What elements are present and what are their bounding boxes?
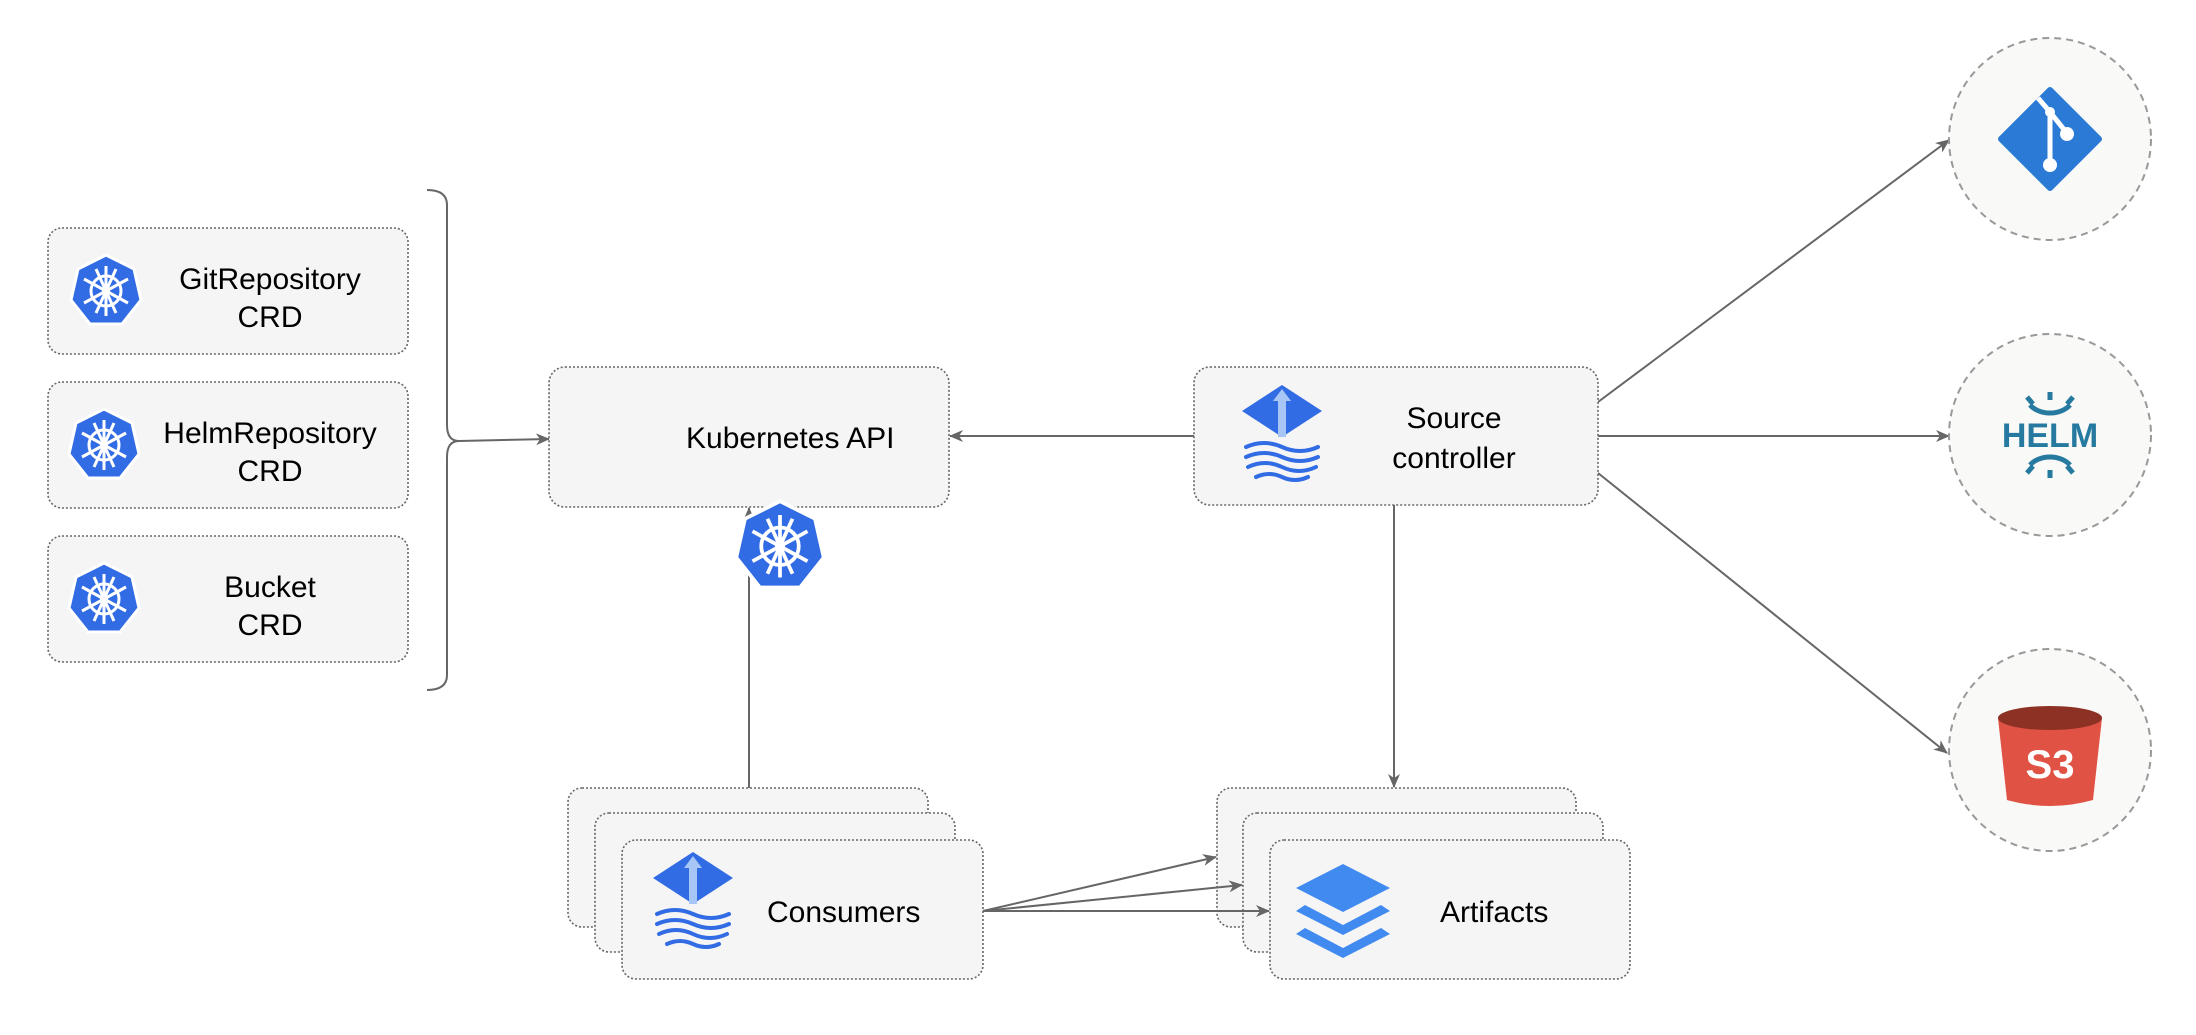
layers-icon bbox=[1296, 864, 1390, 958]
crd-bucket[interactable]: Bucket CRD bbox=[47, 535, 409, 663]
svg-text:HelmRepository: HelmRepository bbox=[163, 417, 376, 450]
edge-consumers-to-artifacts-2 bbox=[982, 880, 1243, 912]
svg-text:GitRepository: GitRepository bbox=[179, 263, 361, 296]
consumers-node[interactable]: Consumers bbox=[567, 787, 984, 980]
svg-text:Bucket: Bucket bbox=[224, 571, 316, 604]
s3-bucket-icon bbox=[1998, 706, 2102, 806]
source-controller-node[interactable]: Source controller bbox=[1193, 366, 1599, 506]
crd-bracket bbox=[426, 189, 460, 691]
svg-text:Kubernetes API: Kubernetes API bbox=[686, 422, 894, 455]
kubernetes-api-node[interactable]: Kubernetes API bbox=[548, 366, 950, 590]
svg-text:HELM: HELM bbox=[2002, 417, 2098, 455]
svg-text:CRD: CRD bbox=[238, 301, 303, 334]
edge-source-to-s3 bbox=[1597, 472, 1948, 754]
edge-source-to-git bbox=[1597, 139, 1950, 403]
git-source-node[interactable] bbox=[1948, 37, 2152, 241]
helm-source-node[interactable]: HELM bbox=[1948, 333, 2152, 537]
svg-text:Source: Source bbox=[1406, 402, 1501, 435]
edge-crds-to-api bbox=[458, 433, 550, 446]
git-icon bbox=[1998, 87, 2102, 191]
artifacts-node[interactable]: Artifacts bbox=[1216, 787, 1631, 980]
svg-text:controller: controller bbox=[1392, 442, 1515, 475]
svg-text:CRD: CRD bbox=[238, 455, 303, 488]
svg-text:Artifacts: Artifacts bbox=[1440, 896, 1548, 929]
crd-helmrepository[interactable]: HelmRepository CRD bbox=[47, 381, 409, 509]
edge-consumers-to-artifacts-1 bbox=[982, 854, 1217, 912]
crd-gitrepository[interactable]: GitRepository CRD bbox=[47, 227, 409, 355]
svg-text:CRD: CRD bbox=[238, 609, 303, 642]
s3-source-node[interactable]: S3 bbox=[1948, 648, 2152, 852]
svg-text:S3: S3 bbox=[2026, 743, 2075, 787]
svg-text:Consumers: Consumers bbox=[767, 896, 920, 929]
helm-icon bbox=[2025, 392, 2075, 478]
